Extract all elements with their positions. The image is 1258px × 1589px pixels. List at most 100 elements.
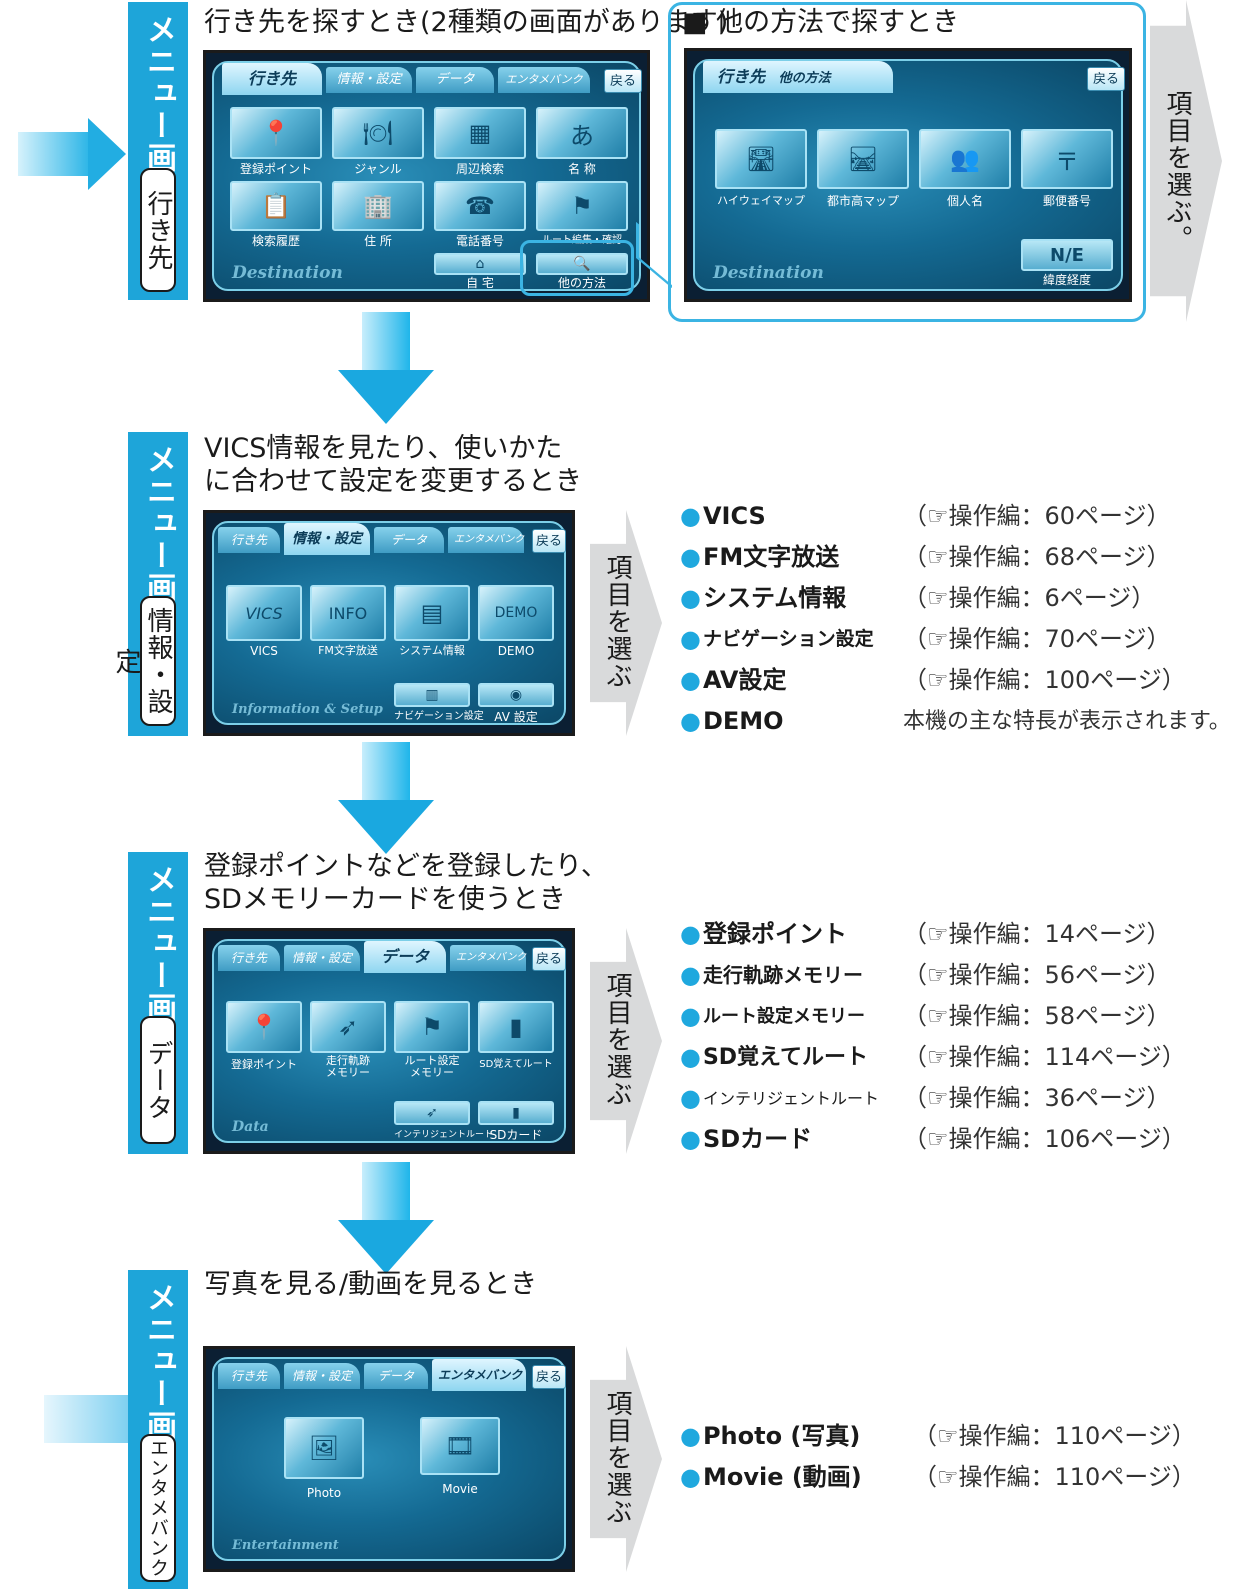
route-arrow-icon: ➶ [394,1101,470,1125]
route-flag-icon: ⚑ [394,1001,470,1053]
entertainment-feature-list: ●Photo (写真)（☞操作編：110ページ） ●Movie (動画)（☞操作… [680,1416,1196,1498]
list-item: ●SDカード（☞操作編：106ページ） [680,1125,1186,1153]
data-feature-list: ●登録ポイント（☞操作編：14ページ） ●走行軌跡メモリー（☞操作編：56ページ… [680,914,1186,1160]
tab-destination[interactable]: 行き先 [218,1363,280,1389]
home-button[interactable]: ⌂ 自 宅 [434,253,526,293]
tile-urban-expressway-map[interactable]: 🛤 都市高マップ [817,129,909,209]
sd-card-icon: ▮ [478,1001,554,1053]
list-item: ●FM文字放送（☞操作編：68ページ） [680,543,1171,571]
tile-nearby-search[interactable]: ▦ 周辺検索 [434,107,526,176]
tab-entertainment[interactable]: エンタメバンク [450,945,526,971]
sd-card-button[interactable]: ▮ SDカード [478,1101,554,1143]
tile-movie[interactable]: 🎞 Movie [420,1417,500,1501]
list-item: ●Movie (動画)（☞操作編：110ページ） [680,1463,1196,1491]
sidebar-info-setup: メニュー画面 情報・設定 [81,432,188,736]
sidebar-title: メニュー画面 [81,444,176,604]
tab-entertainment[interactable]: エンタメバンク [448,527,524,553]
sidebar-data: メニュー画面 データ [81,852,188,1154]
sidebar-destination: メニュー画面 行き先 [81,2,188,300]
select-item-arrow-3: 項目を選ぶ [590,928,662,1154]
kana-icon: あ [536,107,628,159]
speaker-icon: ◉ [478,683,554,707]
back-button[interactable]: 戻る [532,1365,566,1389]
tile-system-info[interactable]: ▤ システム情報 [394,585,470,659]
screen-brand: Data [232,1119,269,1135]
menu-tabs: 行き先 情報・設定 データ エンタメバンク 戻る [214,63,642,99]
tab-data[interactable]: データ [374,527,444,553]
tab-entertainment[interactable]: エンタメバンク [498,67,590,93]
tile-genre[interactable]: 🍽 ジャンル [332,107,424,176]
av-setting-button[interactable]: ◉ AV 設定 [478,683,554,725]
list-item: ●登録ポイント（☞操作編：14ページ） [680,920,1171,948]
select-item-text: 項目を選ぶ。 [1162,90,1192,252]
tab-destination[interactable]: 行き先 [218,527,280,553]
list-item: ●システム情報（☞操作編：6ページ） [680,584,1156,612]
sidebar-title: メニュー画面 [81,864,176,1024]
tab-destination[interactable]: 行き先 他の方法 [703,61,893,93]
tab-destination[interactable]: 行き先 [218,945,280,971]
down-arrow-1 [338,312,434,424]
postal-mark-icon: 〒 [1021,129,1113,189]
tab-info-setup[interactable]: 情報・設定 [284,523,370,555]
lat-lon-button[interactable]: N/E 緯度経度 [1021,239,1113,289]
down-arrow-3 [338,1162,434,1274]
tile-track-memory[interactable]: ➶ 走行軌跡 メモリー [310,1001,386,1081]
select-item-arrow-1: 項目を選ぶ。 [1150,0,1222,322]
sidebar-box-label: 情報・設定 [111,596,176,726]
tile-search-history[interactable]: 📋 検索履歴 [230,181,322,249]
screen-brand: Destination [713,263,824,283]
settings-panel-icon: ▥ [394,683,470,707]
entry-arrow [18,118,126,190]
tile-demo[interactable]: DEMO DEMO [478,585,554,659]
tab-info-setup[interactable]: 情報・設定 [284,945,360,971]
tile-name[interactable]: あ 名 称 [536,107,628,176]
select-item-arrow-4: 項目を選ぶ [590,1346,662,1572]
tile-personal-name[interactable]: 👥 個人名 [919,129,1011,209]
tile-fm-text[interactable]: INFO FM文字放送 [310,585,386,659]
tile-sd-remember-route[interactable]: ▮ SD覚えてルート [478,1001,554,1081]
tab-data[interactable]: データ [364,941,446,973]
sd-card-icon: ▮ [478,1101,554,1125]
photo-icon: 🖼 [284,1417,364,1479]
list-item: ●ナビゲーション設定（☞操作編：70ページ） [680,625,1171,653]
tab-entertainment[interactable]: エンタメバンク [432,1359,526,1391]
tile-address[interactable]: 🏢 住 所 [332,181,424,249]
vics-logo-icon: VICS [226,585,302,641]
navigation-setting-button[interactable]: ▥ ナビゲーション設定 [394,683,484,725]
bottom-left-fade-bar [44,1395,128,1443]
tile-photo[interactable]: 🖼 Photo [284,1417,364,1501]
screen-brand: Entertainment [232,1538,339,1553]
other-method-highlight [520,240,634,296]
pin-icon: 📍 [226,1001,302,1053]
select-item-text: 項目を選ぶ [602,1390,632,1525]
sidebar-entertainment: メニュー画面 エンタメバンク [81,1270,188,1589]
intelligent-route-button[interactable]: ➶ インテリジェントルート [394,1101,493,1143]
compass-ne-icon: N/E [1021,239,1113,271]
highway-icon: 🛣 [715,129,807,189]
tile-route-edit[interactable]: ⚑ ルート編集・確認 [536,181,628,249]
tab-data[interactable]: データ [416,67,494,93]
tile-phone-number[interactable]: ☎ 電話番号 [434,181,526,249]
tab-data[interactable]: データ [364,1363,428,1389]
tile-route-memory[interactable]: ⚑ ルート設定 メモリー [394,1001,470,1081]
tile-highway-map[interactable]: 🛣 ハイウェイマップ [715,129,807,209]
info-feature-list: ●VICS（☞操作編：60ページ） ●FM文字放送（☞操作編：68ページ） ●シ… [680,496,1231,742]
list-item: ●Photo (写真)（☞操作編：110ページ） [680,1422,1196,1450]
track-arrow-icon: ➶ [310,1001,386,1053]
tab-destination[interactable]: 行き先 [222,63,322,95]
tile-registered-point[interactable]: 📍 登録ポイント [226,1001,302,1081]
tile-vics[interactable]: VICS VICS [226,585,302,659]
destination-menu-screen: 行き先 情報・設定 データ エンタメバンク 戻る 📍 登録ポイント 🍽 ジャンル… [203,50,650,302]
tab-info-setup[interactable]: 情報・設定 [284,1363,360,1389]
back-button[interactable]: 戻る [1087,67,1125,91]
tab-info-setup[interactable]: 情報・設定 [326,67,412,93]
back-button[interactable]: 戻る [604,69,642,93]
tile-postal-code[interactable]: 〒 郵便番号 [1021,129,1113,209]
back-button[interactable]: 戻る [532,947,566,971]
screen-brand: Information & Setup [232,702,383,717]
tile-registered-point[interactable]: 📍 登録ポイント [230,107,322,176]
list-item: ●VICS（☞操作編：60ページ） [680,502,1171,530]
back-button[interactable]: 戻る [532,529,566,553]
list-item: ●AV設定（☞操作編：100ページ） [680,666,1186,694]
other-method-button[interactable]: 🔍 他の方法 [536,253,628,293]
